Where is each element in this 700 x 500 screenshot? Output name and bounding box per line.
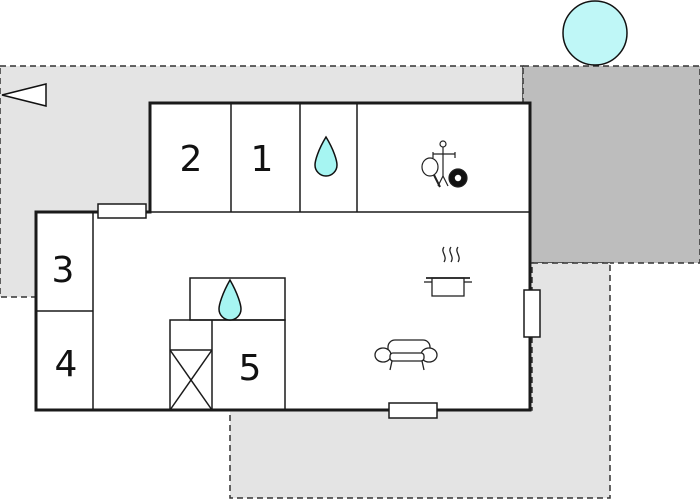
outer-walls <box>34 101 532 412</box>
cooking-pot-icon <box>424 246 472 297</box>
table-tennis-billiards-icon <box>421 140 468 188</box>
stairs-icon <box>169 349 213 411</box>
room-label-2: 2 <box>180 139 203 180</box>
window-icon <box>523 289 541 338</box>
water-drop-icon <box>218 278 242 321</box>
sun-icon <box>562 0 628 66</box>
terrace-right-dark <box>522 65 700 264</box>
room-label-4: 4 <box>55 344 78 385</box>
room-label-3: 3 <box>52 250 75 291</box>
window-icon <box>97 203 147 219</box>
room-label-1: 1 <box>251 139 274 180</box>
entrance-arrow-icon <box>1 83 47 107</box>
water-drop-icon <box>314 135 338 177</box>
house-floor <box>36 103 530 410</box>
room-label-5: 5 <box>239 348 262 389</box>
terrace-bottom <box>229 262 611 499</box>
sofa-icon <box>374 339 438 371</box>
window-icon <box>388 402 438 419</box>
